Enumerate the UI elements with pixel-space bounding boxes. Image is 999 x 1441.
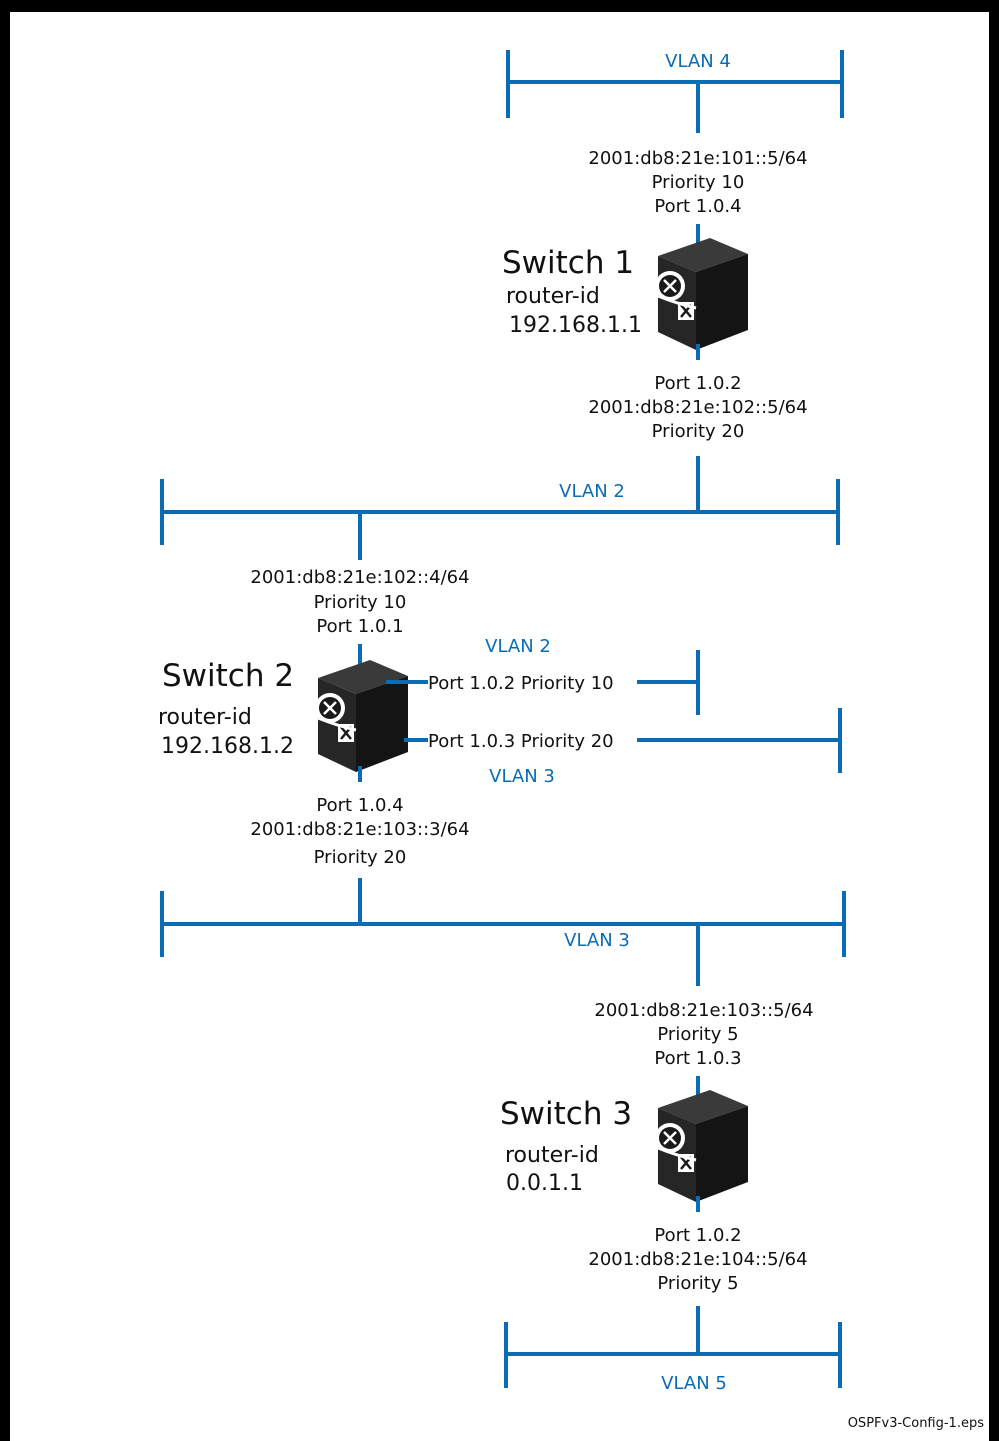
switch2-bottom-priority: Priority 20 (314, 847, 407, 868)
switch2-side-if-2: Port 1.0.3 Priority 20 (428, 731, 614, 752)
file-caption: OSPFv3-Config-1.eps (848, 1416, 985, 1431)
vlan3-bus (160, 891, 846, 957)
switch1-top-address: 2001:db8:21e:101::5/64 (588, 148, 807, 169)
switch3-top-port: Port 1.0.3 (654, 1048, 741, 1069)
switch2-bottom-address: 2001:db8:21e:103::3/64 (250, 819, 469, 840)
switch2-bottom-port: Port 1.0.4 (316, 795, 403, 816)
switch1-bottom-port: Port 1.0.2 (654, 373, 741, 394)
router-switch-icon (653, 1088, 750, 1204)
switch3-bottom-address: 2001:db8:21e:104::5/64 (588, 1249, 807, 1270)
switch3-bottom-port: Port 1.0.2 (654, 1225, 741, 1246)
switch2-side-if-1: Port 1.0.2 Priority 10 (428, 673, 614, 694)
switch2-top-priority: Priority 10 (314, 592, 407, 613)
switch1-router-id-label: router-id (506, 284, 600, 309)
vlan2-side-label: VLAN 2 (485, 636, 551, 657)
switch1-bottom-address: 2001:db8:21e:102::5/64 (588, 397, 807, 418)
switch1-bottom-priority: Priority 20 (652, 421, 745, 442)
switch2-router-id: 192.168.1.2 (161, 734, 294, 759)
switch3-top-address: 2001:db8:21e:103::5/64 (594, 1000, 813, 1021)
switch2-top-address: 2001:db8:21e:102::4/64 (250, 567, 469, 588)
switch3-router-id: 0.0.1.1 (506, 1171, 583, 1196)
vlan2-bus (160, 479, 840, 545)
switch3-name: Switch 3 (500, 1096, 632, 1132)
vlan4-label: VLAN 4 (665, 51, 731, 72)
vlan2-label: VLAN 2 (559, 481, 625, 502)
vlan5-bus (504, 1322, 842, 1388)
switch1-top-priority: Priority 10 (652, 172, 745, 193)
switch1-router-id: 192.168.1.1 (509, 313, 642, 338)
vlan3-side-label: VLAN 3 (489, 766, 555, 787)
router-switch-icon (313, 658, 410, 774)
switch3-router-id-label: router-id (505, 1143, 599, 1168)
vlan5-label: VLAN 5 (661, 1373, 727, 1394)
switch2-router-id-label: router-id (158, 705, 252, 730)
switch3-top-priority: Priority 5 (657, 1024, 738, 1045)
router-switch-icon (653, 236, 750, 352)
vlan4-bus (506, 50, 844, 118)
switch1-top-port: Port 1.0.4 (654, 196, 741, 217)
switch2-name: Switch 2 (162, 658, 294, 694)
switch2-top-port: Port 1.0.1 (316, 616, 403, 637)
vlan3-label: VLAN 3 (564, 930, 630, 951)
switch3-bottom-priority: Priority 5 (657, 1273, 738, 1294)
switch1-name: Switch 1 (502, 245, 634, 281)
